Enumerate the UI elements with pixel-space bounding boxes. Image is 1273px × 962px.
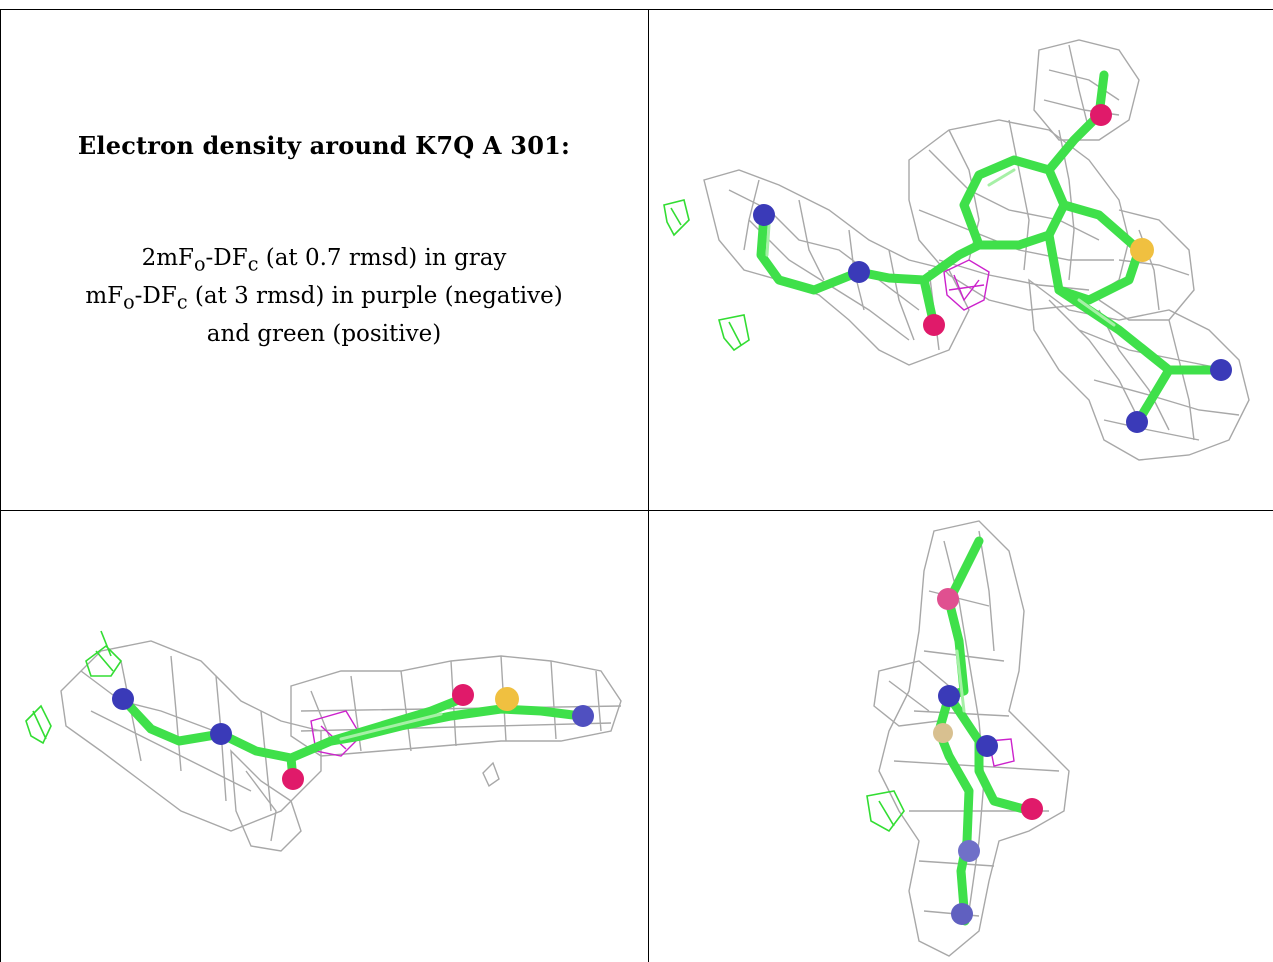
table-border-middle	[0, 510, 1273, 511]
density-render-bottom-right	[866, 520, 1070, 957]
nitrogen-atom	[572, 705, 594, 727]
gray-density-mesh	[873, 520, 1070, 957]
atom-spheres	[112, 684, 594, 790]
view-top-right	[649, 10, 1273, 510]
density-render-bottom-left	[25, 630, 622, 852]
table-border-top	[0, 9, 1273, 10]
sulfur-atom	[495, 687, 519, 711]
sulfur-atom	[1130, 238, 1154, 262]
caption-title: Electron density around K7Q A 301:	[77, 131, 571, 160]
oxygen-atom	[923, 314, 945, 336]
figure-table: Electron density around K7Q A 301: 2mFo-…	[0, 9, 1273, 962]
gray-density-mesh	[60, 640, 622, 852]
nitrogen-atom	[958, 840, 980, 862]
nitrogen-atom	[1126, 411, 1148, 433]
nitrogen-atom	[938, 685, 960, 707]
small-gray-mesh-fragment	[482, 761, 500, 788]
density-render-top-right	[663, 39, 1250, 461]
view-bottom-left	[1, 511, 648, 962]
oxygen-atom	[1021, 798, 1043, 820]
nitrogen-atom	[753, 204, 775, 226]
caption-line-colors: and green (positive)	[206, 321, 442, 347]
ligand-sticks	[756, 70, 1224, 425]
positive-density-green	[866, 790, 905, 833]
table-border-center	[648, 9, 649, 962]
caption-line-fofc: mFo-DFc (at 3 rmsd) in purple (negative)	[85, 283, 563, 314]
oxygen-atom	[452, 684, 474, 706]
caption-cell: Electron density around K7Q A 301: 2mFo-…	[0, 9, 648, 509]
nitrogen-atom	[210, 723, 232, 745]
view-bottom-right	[649, 511, 1273, 962]
nitrogen-atom	[112, 688, 134, 710]
atom-spheres	[753, 104, 1232, 433]
oxygen-atom	[937, 588, 959, 610]
nitrogen-atom	[1210, 359, 1232, 381]
oxygen-atom	[1090, 104, 1112, 126]
nitrogen-atom	[848, 261, 870, 283]
positive-density-green	[663, 199, 750, 352]
caption-line-2fofc: 2mFo-DFc (at 0.7 rmsd) in gray	[141, 245, 507, 276]
negative-density-purple	[943, 259, 990, 311]
table-border-left	[0, 9, 1, 962]
atom-spheres	[933, 588, 1043, 925]
nitrogen-atom	[951, 903, 973, 925]
positive-density-green	[25, 630, 123, 745]
ligand-sticks	[118, 694, 586, 784]
sulfur-atom	[933, 723, 953, 743]
oxygen-atom	[282, 768, 304, 790]
nitrogen-atom	[976, 735, 998, 757]
negative-density-purple	[988, 738, 1015, 767]
